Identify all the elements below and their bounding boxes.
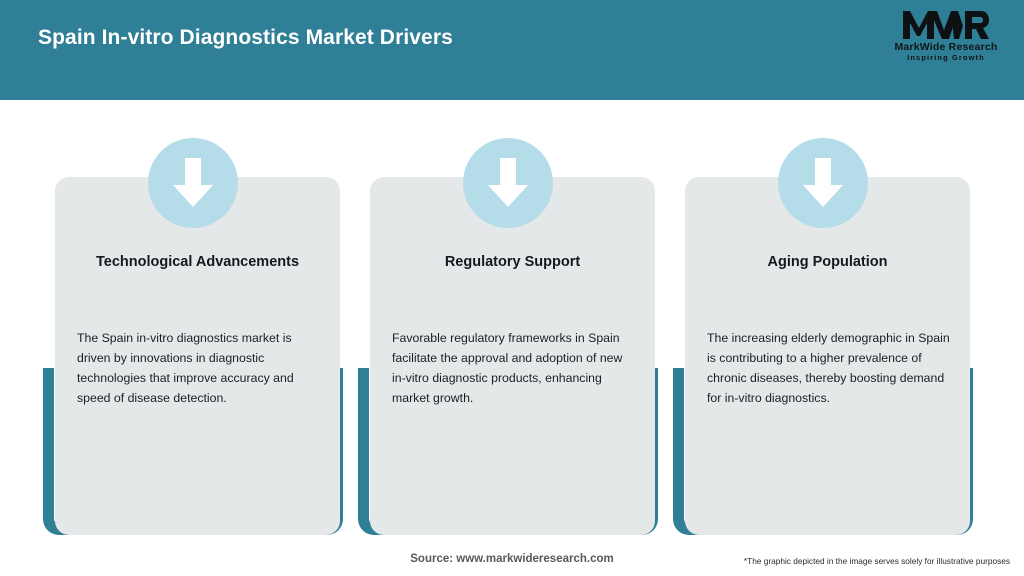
drivers-card-group: Technological Advancements The Spain in-… [0, 100, 1024, 540]
source-label: Source: www.markwideresearch.com [410, 553, 614, 565]
down-arrow-icon [778, 138, 868, 228]
down-arrow-icon [148, 138, 238, 228]
logo-tagline: Inspiring Growth [907, 53, 985, 62]
card-panel: Regulatory Support Favorable regulatory … [370, 177, 655, 535]
card-panel: Aging Population The increasing elderly … [685, 177, 970, 535]
card-panel: Technological Advancements The Spain in-… [55, 177, 340, 535]
card-description: The increasing elderly demographic in Sp… [707, 331, 950, 405]
card-title: Aging Population [767, 254, 888, 270]
page-title: Spain In-vitro Diagnostics Market Driver… [38, 26, 453, 49]
driver-card-1: Technological Advancements The Spain in-… [43, 100, 343, 540]
card-description: The Spain in-vitro diagnostics market is… [77, 331, 294, 405]
card-description: Favorable regulatory frameworks in Spain… [392, 331, 623, 405]
card-title: Technological Advancements [95, 254, 300, 270]
page-header: Spain In-vitro Diagnostics Market Driver… [0, 0, 1024, 100]
driver-card-2: Regulatory Support Favorable regulatory … [358, 100, 658, 540]
driver-card-3: Aging Population The increasing elderly … [673, 100, 973, 540]
logo-company-name: MarkWide Research [894, 41, 998, 53]
down-arrow-icon [463, 138, 553, 228]
card-title: Regulatory Support [444, 254, 581, 270]
mwr-monogram-icon [890, 10, 1002, 40]
brand-logo: MarkWide Research Inspiring Growth [890, 10, 1002, 66]
disclaimer-label: *The graphic depicted in the image serve… [743, 556, 1010, 566]
